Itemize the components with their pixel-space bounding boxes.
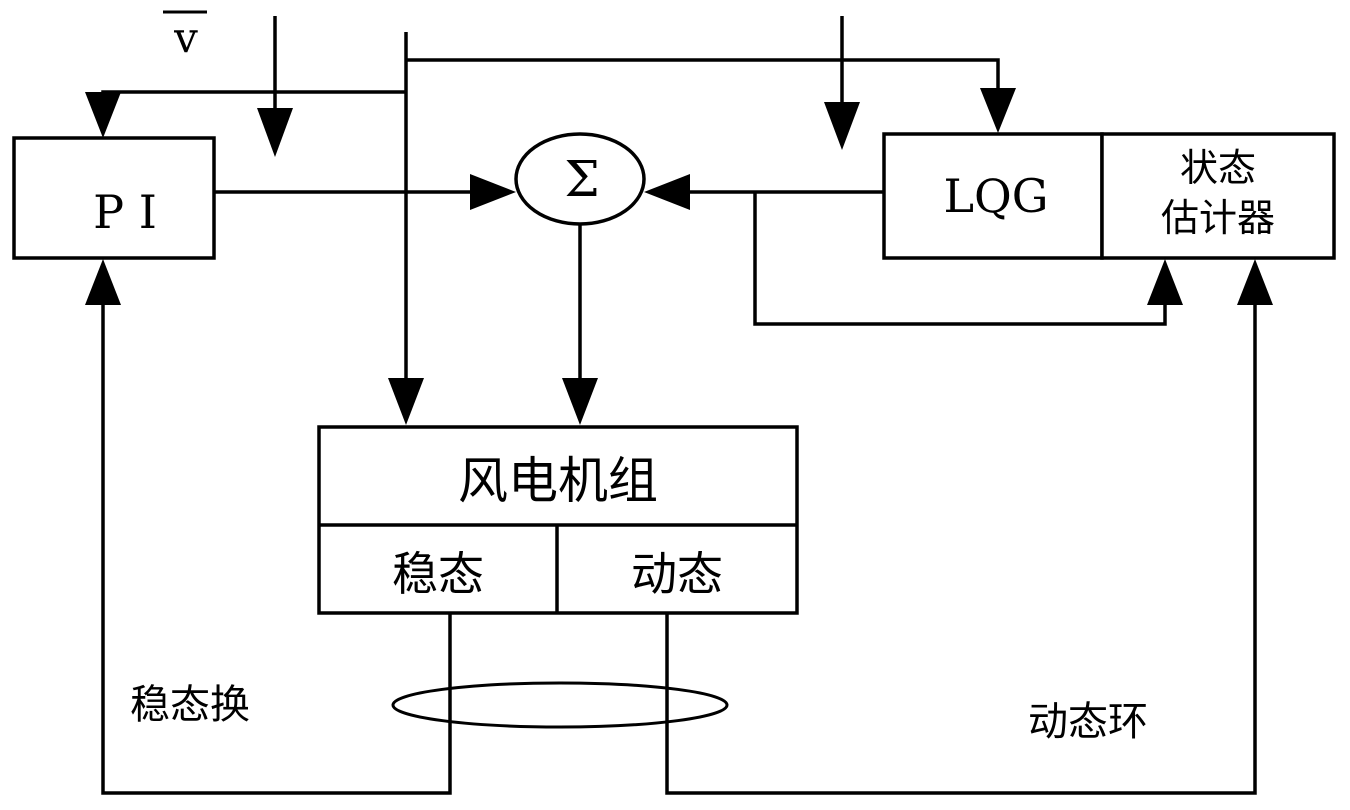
switch-ellipse [391, 681, 729, 729]
lqg-block [882, 132, 1104, 260]
control-to-estimator-line [753, 192, 1167, 326]
arrow-into-plant-right [562, 378, 598, 425]
arrow-into-plant-left [388, 378, 424, 425]
pi-block [12, 136, 216, 260]
dynamic-label: 动态 [631, 547, 723, 601]
plant-label: 风电机组 [458, 452, 658, 510]
dynamic-loop-line [665, 300, 1257, 795]
disturbance-arrow-left [257, 108, 293, 157]
steady-label: 稳态 [392, 547, 484, 601]
estimator-label-line2: 估计器 [1161, 196, 1275, 240]
bus-to-lqg-line [406, 58, 1000, 100]
dynamic-loop-label: 动态环 [1028, 699, 1148, 745]
arrow-into-sum-right [644, 174, 690, 210]
disturbance-arrow-right [824, 102, 860, 150]
arrow-into-estimator-left [1147, 259, 1183, 305]
pi-label: P I [93, 185, 157, 239]
lqg-label: LQG [943, 169, 1048, 223]
arrow-into-pi-top [85, 92, 121, 138]
arrow-into-sum-left [470, 174, 516, 210]
arrow-into-estimator-bottom [1237, 259, 1273, 305]
steady-loop-label: 稳态换 [130, 682, 250, 728]
estimator-label-line1: 状态 [1180, 146, 1256, 190]
input-label: v [173, 13, 198, 62]
bus-to-pi-line [101, 90, 406, 105]
arrow-into-pi-bottom [85, 259, 121, 305]
sum-label: Σ [564, 150, 599, 208]
steady-loop-line [101, 300, 452, 795]
estimator-block [1100, 132, 1336, 260]
arrow-into-lqg-top [980, 88, 1016, 133]
